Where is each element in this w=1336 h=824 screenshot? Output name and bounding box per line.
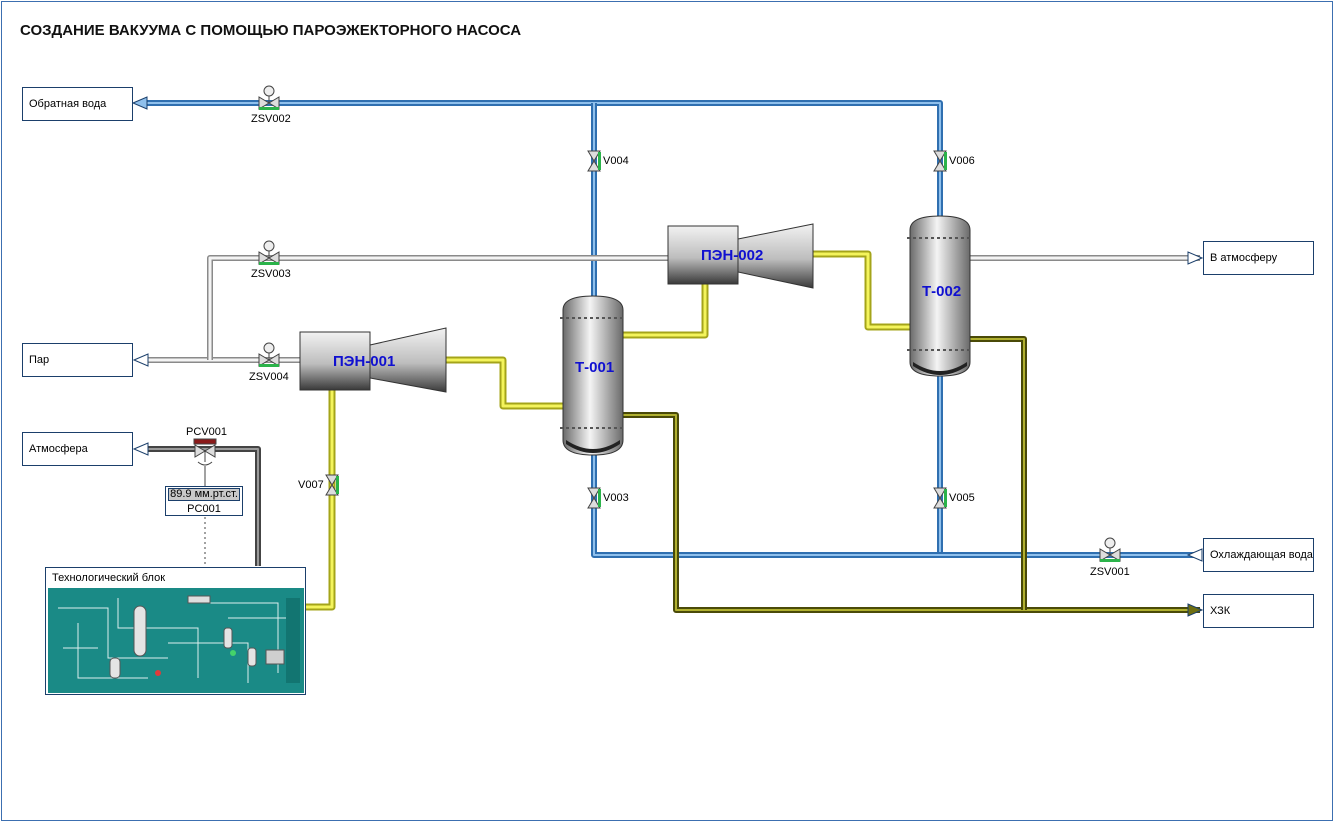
valve-zsv002-label[interactable]: ZSV002 — [251, 113, 291, 125]
flow-arrows — [131, 96, 1204, 617]
pressure-controller-pc001[interactable]: 89.9 мм.рт.ст. PC001 — [165, 486, 243, 516]
valve-zsv004-label[interactable]: ZSV004 — [249, 371, 289, 383]
valve-zsv001-label[interactable]: ZSV001 — [1090, 566, 1130, 578]
terminal-steam[interactable]: Пар — [22, 343, 133, 377]
vessel-t-002-shape — [907, 215, 973, 377]
vessel-t-001[interactable]: Т-001 — [575, 359, 615, 376]
valve-v003-label[interactable]: V003 — [603, 492, 629, 504]
valve-v004-shape — [587, 150, 601, 172]
tech-block-panel[interactable]: Технологический блок — [45, 567, 306, 695]
valve-v003-shape — [587, 487, 601, 509]
valve-v006-shape — [933, 150, 947, 172]
valve-zsv003-shape — [258, 240, 280, 265]
terminal-hzk[interactable]: ХЗК — [1203, 594, 1314, 628]
page-title: СОЗДАНИЕ ВАКУУМА С ПОМОЩЬЮ ПАРОЭЖЕКТОРНО… — [20, 22, 522, 39]
terminal-to-atmosphere[interactable]: В атмосферу — [1203, 241, 1314, 275]
valve-zsv001-shape — [1099, 537, 1121, 562]
control-valve-pcv001-shape — [193, 438, 217, 486]
valve-v007-shape — [325, 474, 339, 496]
terminal-return-water[interactable]: Обратная вода — [22, 87, 133, 121]
valve-pcv001-label[interactable]: PCV001 — [186, 426, 227, 438]
valve-zsv003-label[interactable]: ZSV003 — [251, 268, 291, 280]
vessel-t-001-shape — [560, 295, 626, 456]
vapor-pipes — [305, 250, 910, 611]
valve-zsv002-shape — [258, 85, 280, 110]
solenoid-valves — [258, 85, 1121, 562]
valve-v007-label[interactable]: V007 — [298, 479, 324, 491]
valve-v004-label[interactable]: V004 — [603, 155, 629, 167]
condensate-pipes — [622, 336, 1200, 613]
vessel-t-002[interactable]: Т-002 — [922, 283, 962, 300]
water-pipes — [145, 100, 1200, 558]
valve-zsv004-shape — [258, 342, 280, 367]
ejector-pen-001[interactable]: ПЭН-001 — [333, 353, 396, 370]
air-pipe — [148, 446, 261, 566]
pressure-value: 89.9 мм.рт.ст. — [168, 488, 240, 501]
ejector-pen-002-shape — [667, 223, 814, 289]
ejector-pen-002[interactable]: ПЭН-002 — [701, 247, 764, 264]
controller-tag: PC001 — [187, 503, 221, 515]
terminal-cooling-water[interactable]: Охлаждающая вода — [1203, 538, 1314, 572]
ejector-pen-001-shape — [299, 327, 447, 393]
terminal-atmosphere[interactable]: Атмосфера — [22, 432, 133, 466]
valve-v005-shape — [933, 487, 947, 509]
manual-valves — [325, 150, 947, 509]
tech-block-thumbnail[interactable] — [48, 588, 304, 693]
valve-v005-label[interactable]: V005 — [949, 492, 975, 504]
tech-block-title: Технологический блок — [52, 572, 166, 584]
valve-v006-label[interactable]: V006 — [949, 155, 975, 167]
tech-block-thumbnail-image — [48, 588, 304, 693]
